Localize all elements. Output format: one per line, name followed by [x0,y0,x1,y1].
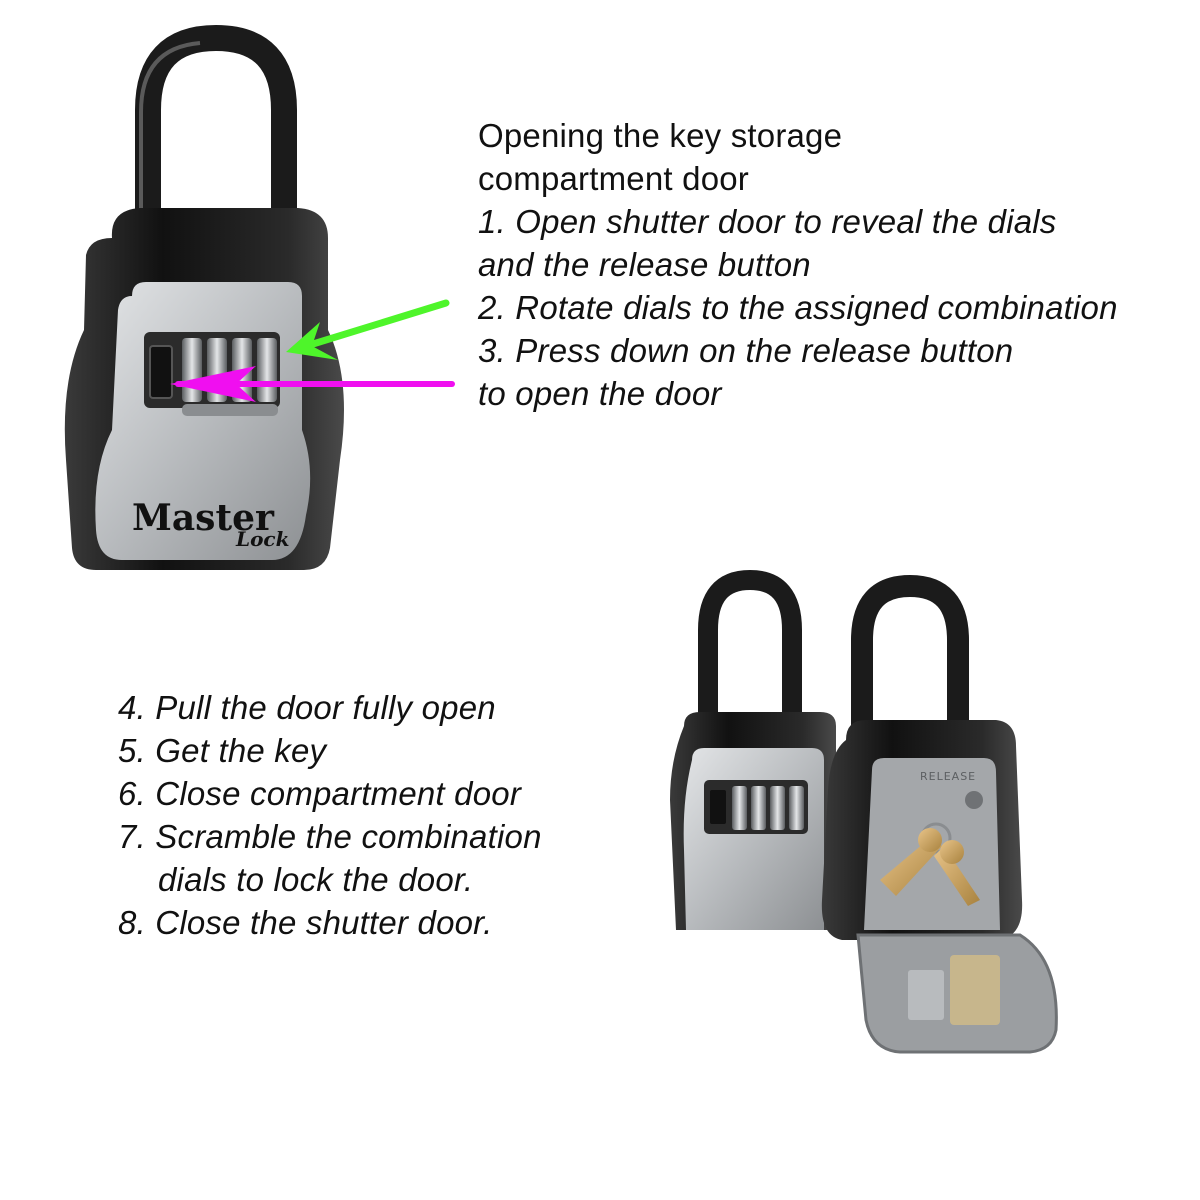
brand-name: Master [132,497,275,539]
step-7-line-2: dials to lock the door. [158,861,474,898]
step-1-line-1: 1. Open shutter door to reveal the dials [478,203,1057,240]
step-4: 4. Pull the door fully open [118,689,496,726]
front-lock-shackle [851,574,969,751]
release-label: RELEASE [920,770,976,783]
dial-arrow [286,299,450,360]
heading-line-2: compartment door [478,160,749,197]
step-1-line-2: and the release button [478,246,811,283]
back-dial-3 [770,786,785,830]
door-latch-mechanism [950,955,1000,1025]
back-dial-1 [732,786,747,830]
back-dial-4 [789,786,804,830]
lock-shackle-highlight [139,41,201,230]
back-lock-shackle [698,569,802,726]
lock-box-pair: RELEASE [670,569,1058,1054]
lock-box-closed: Master Lock [64,24,455,570]
back-dial-2 [751,786,766,830]
instructions-top: Opening the key storage compartment door… [478,114,1118,415]
dial-thumb-grip [182,404,278,416]
step-6: 6. Close compartment door [118,775,522,812]
keys-icon [880,822,980,906]
instructions-bottom: 4. Pull the door fully open 5. Get the k… [118,686,542,944]
step-7-line-1: 7. Scramble the combination [118,818,542,855]
door-latch-plate [908,970,944,1020]
step-3-line-1: 3. Press down on the release button [478,332,1014,369]
dial-4 [257,338,277,402]
dial-1 [182,338,202,402]
key-hook [965,791,983,809]
step-8: 8. Close the shutter door. [118,904,493,941]
step-5: 5. Get the key [118,732,327,769]
brand-name-sub: Lock [235,527,289,551]
lock-shackle [135,24,297,253]
back-lock-face [683,748,824,930]
step-3-line-2: to open the door [478,375,722,412]
release-button [149,345,173,399]
heading-line-1: Opening the key storage [478,117,843,154]
release-button-arrow [170,366,455,402]
step-2: 2. Rotate dials to the assigned combinat… [478,289,1118,326]
back-release-button [710,790,726,824]
